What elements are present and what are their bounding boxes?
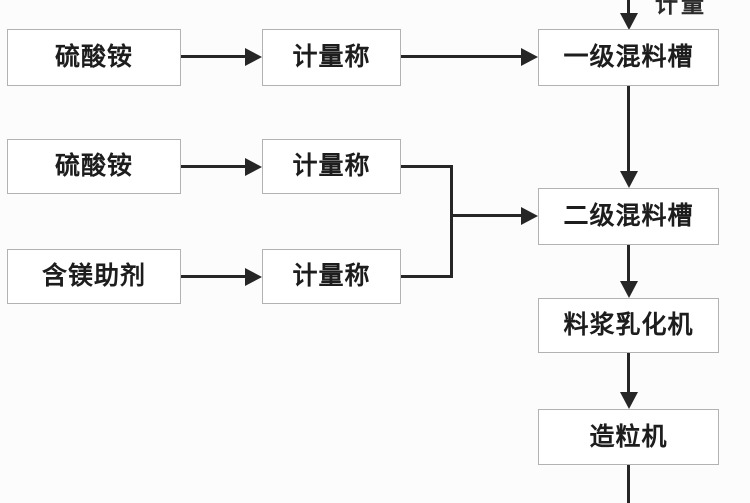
node-slurry-emulsifier[interactable]: 料浆乳化机: [538, 298, 719, 353]
node-primary-mixer[interactable]: 一级混料槽: [538, 29, 719, 86]
connector-junction-to-secondary-mixer-arrowhead: [521, 207, 538, 225]
connector-ammonium2-to-weigher2-line: [181, 165, 248, 168]
node-granulator[interactable]: 造粒机: [538, 409, 719, 465]
node-ammonium-sulfate-1[interactable]: 硫酸铵: [7, 29, 181, 86]
connector-granulator-outgoing-line: [627, 465, 630, 503]
connector-merge-junction-vertical: [450, 165, 453, 278]
node-weigher-2[interactable]: 计量称: [262, 139, 401, 194]
node-label: 含镁助剂: [41, 263, 146, 290]
connector-primary-to-secondary-arrowhead: [620, 171, 638, 188]
node-label: 二级混料槽: [563, 203, 694, 230]
connector-junction-to-secondary-mixer-line: [450, 214, 524, 217]
node-label: 硫酸铵: [54, 153, 133, 180]
connector-primary-to-secondary-line: [627, 86, 630, 174]
node-label: 计量称: [292, 153, 371, 180]
node-label: 硫酸铵: [54, 44, 133, 71]
connector-top-inlet-arrowhead: [620, 13, 638, 30]
connector-weigher1-to-primary-mixer-line: [401, 55, 524, 58]
partial-top-label: 计量: [655, 0, 707, 17]
connector-weigher1-to-primary-mixer-arrowhead: [521, 48, 538, 66]
node-label: 计量称: [292, 263, 371, 290]
connector-ammonium1-to-weigher1-line: [181, 55, 248, 58]
connector-magnesium-to-weigher3-arrowhead: [245, 268, 262, 286]
node-label: 一级混料槽: [563, 44, 694, 71]
node-label: 造粒机: [589, 423, 668, 451]
node-label: 计量称: [292, 44, 371, 71]
connector-emulsifier-to-granulator-line: [627, 353, 630, 394]
node-label: 料浆乳化机: [563, 312, 694, 339]
node-magnesium-additive[interactable]: 含镁助剂: [7, 249, 181, 304]
node-weigher-1[interactable]: 计量称: [262, 29, 401, 86]
connector-ammonium2-to-weigher2-arrowhead: [245, 158, 262, 176]
connector-magnesium-to-weigher3-line: [181, 275, 248, 278]
connector-top-inlet-line: [627, 0, 630, 17]
node-ammonium-sulfate-2[interactable]: 硫酸铵: [7, 139, 181, 194]
node-weigher-3[interactable]: 计量称: [262, 249, 401, 304]
connector-ammonium1-to-weigher1-arrowhead: [245, 48, 262, 66]
connector-secondary-to-emulsifier-arrowhead: [620, 281, 638, 298]
node-secondary-mixer[interactable]: 二级混料槽: [538, 188, 719, 245]
connector-emulsifier-to-granulator-arrowhead: [620, 392, 638, 409]
connector-weigher2-to-junction-line: [401, 165, 453, 168]
connector-secondary-to-emulsifier-line: [627, 245, 630, 283]
connector-weigher3-to-junction-line: [401, 275, 453, 278]
